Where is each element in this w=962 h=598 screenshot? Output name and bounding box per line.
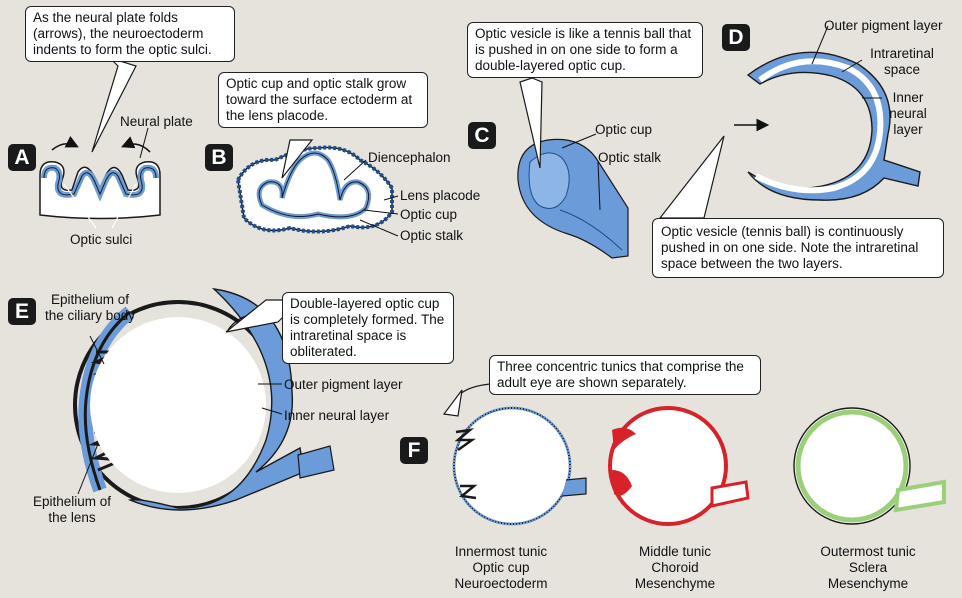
label-lens-placode: Lens placode [400,188,481,203]
panel-c-drawing [517,77,629,259]
label-optic-stalk-b: Optic stalk [400,228,464,243]
label-outer-pigment-d: Outer pigment layer [824,18,943,33]
panel-e-callout: Double-layered optic cup is completely f… [282,292,454,364]
tunic-line2: Choroid [651,560,699,575]
panel-c-callout: Optic vesicle is like a tennis ball that… [467,22,703,78]
tunic-caption-middle: Middle tunic Choroid Mesenchyme [600,544,750,592]
panel-b-drawing [235,139,399,237]
panel-letter-c: C [468,122,496,149]
panel-f-callout: Three concentric tunics that comprise th… [489,355,761,395]
tunic-line1: Middle tunic [638,544,712,559]
label-intraretinal: Intraretinal space [870,46,934,77]
tunic-line3: Mesenchyme [827,576,909,591]
tunic-line3: Neuroectoderm [454,576,548,591]
panel-e-drawing [73,287,335,511]
tunic-line1: Outermost tunic [820,544,916,559]
label-epithelium-lens: Epithelium of the lens [32,494,112,525]
tunic-line2: Sclera [848,560,888,575]
panel-f-drawing [442,383,946,526]
panel-letter-d: D [722,24,750,51]
label-epithelium-ciliary: Epithelium of the ciliary body [44,292,136,323]
label-outer-pigment-e: Outer pigment layer [284,377,403,392]
tunic-line3: Mesenchyme [634,576,716,591]
panel-letter-f: F [400,437,428,464]
label-inner-neural-e: Inner neural layer [284,408,390,423]
panel-letter-b: B [205,144,233,171]
tunic-line2: Optic cup [472,560,530,575]
panel-letter-a: A [8,144,36,171]
label-inner-neural-d: Inner neural layer [889,90,927,137]
label-optic-cup-b: Optic cup [400,207,458,222]
panel-a-callout: As the neural plate folds (arrows), the … [25,6,235,62]
label-neural-plate: Neural plate [120,114,193,129]
label-optic-cup-c: Optic cup [595,122,653,137]
panel-b-callout: Optic cup and optic stalk grow toward th… [218,72,428,128]
panel-a-drawing [39,57,161,229]
label-optic-stalk-c: Optic stalk [598,150,662,165]
panel-d-callout: Optic vesicle (tennis ball) is continuou… [652,218,944,278]
tunic-caption-innermost: Innermost tunic Optic cup Neuroectoderm [426,544,576,592]
tunic-caption-outermost: Outermost tunic Sclera Mesenchyme [793,544,943,592]
panel-d-drawing [658,25,921,219]
label-optic-sulci: Optic sulci [70,232,133,247]
label-diencephalon: Diencephalon [368,150,451,165]
tunic-line1: Innermost tunic [454,544,548,559]
panel-letter-e: E [8,298,36,325]
